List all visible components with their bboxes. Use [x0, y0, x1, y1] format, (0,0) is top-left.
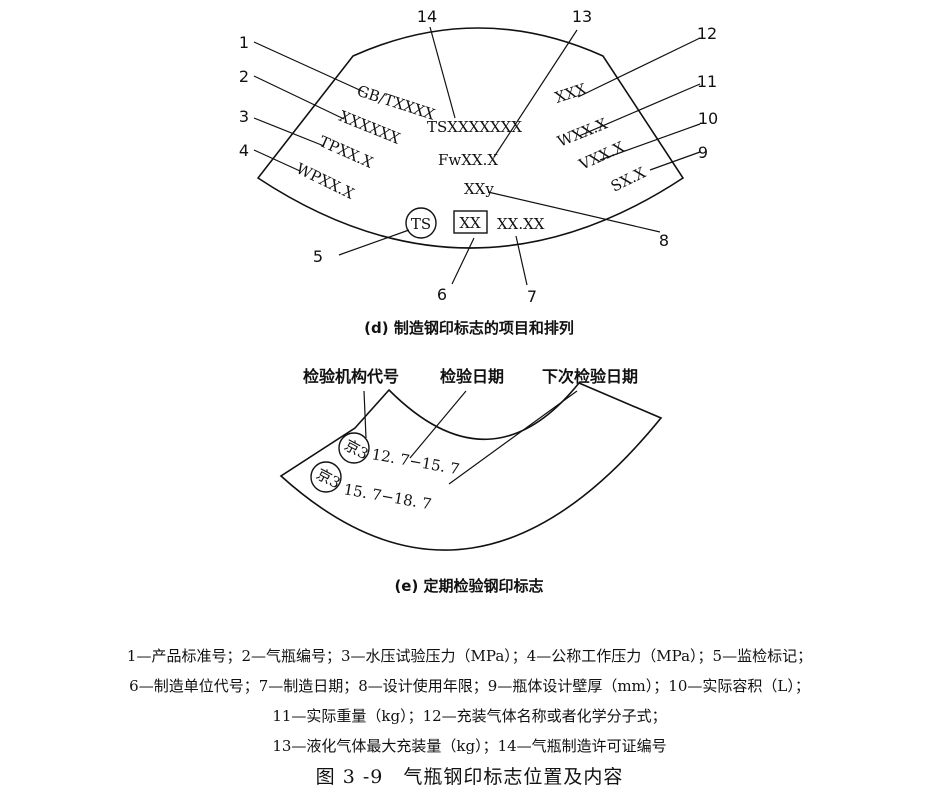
callout-3: 3: [239, 107, 249, 126]
callout-7: 7: [527, 287, 537, 306]
stamp-fill-weight: FwXX.X: [438, 151, 498, 169]
stamps-d: GB/TXXXX TSXXXXXXX XXXXXX TPXX.X WPXX.X …: [293, 80, 649, 239]
callout-13: 13: [572, 7, 592, 26]
stamp-ts-mark: TS: [411, 215, 431, 233]
stamp-maker-code: XX: [459, 214, 481, 232]
callout-9: 9: [698, 143, 708, 162]
callout-1: 1: [239, 33, 249, 52]
stamp-license-code: TSXXXXXXX: [427, 118, 522, 136]
stamp-gas-name: XXX: [553, 80, 589, 107]
callout-14: 14: [417, 7, 437, 26]
stamp-manufacture-date: XX.XX: [497, 215, 545, 233]
callout-8: 8: [659, 231, 669, 250]
callout-4: 4: [239, 141, 249, 160]
stamp-dates-1: 12. 7−15. 7: [370, 445, 461, 478]
callout-6: 6: [437, 285, 447, 304]
callout-2: 2: [239, 67, 249, 86]
leader-lines-d: [253, 26, 701, 286]
agency-circle-2: [310, 461, 342, 493]
legend-line-1: 1—产品标准号；2—气瓶编号；3—水压试验压力（MPa）；4—公称工作压力（MP…: [126, 647, 813, 665]
label-agency-code: 检验机构代号: [303, 367, 399, 386]
legend-line-4: 13—液化气体最大充装量（kg）；14—气瓶制造许可证编号: [272, 737, 667, 755]
caption-d: (d) 制造钢印标志的项目和排列: [364, 319, 574, 337]
label-next-inspection-date: 下次检验日期: [542, 367, 638, 386]
labels-e: 检验机构代号 检验日期 下次检验日期: [303, 367, 638, 386]
callout-10: 10: [698, 109, 718, 128]
label-inspection-date: 检验日期: [440, 367, 504, 386]
stamp-band-d: [256, 27, 685, 249]
callouts-d: 1 2 3 4 5 6 7 8 9 10 11 12 13 14: [239, 7, 718, 306]
stamp-band-e: [279, 382, 663, 551]
stamp-test-pressure: TPXX.X: [316, 132, 376, 172]
agency-circle-1: [338, 432, 370, 464]
legend-line-2: 6—制造单位代号；7—制造日期；8—设计使用年限；9—瓶体设计壁厚（mm）；10…: [129, 677, 810, 695]
stamp-service-life: XXy: [464, 180, 494, 198]
stamp-dates-2: 15. 7−18. 7: [342, 480, 433, 513]
callout-12: 12: [697, 24, 717, 43]
callout-11: 11: [697, 72, 717, 91]
figure-title: 图 3 -9 气瓶钢印标志位置及内容: [315, 766, 624, 788]
legend-line-3: 11—实际重量（kg）；12—充装气体名称或者化学分子式；: [272, 707, 667, 725]
stamp-actual-volume: VXX.X: [575, 138, 627, 174]
stamp-wall-thickness: SX.X: [608, 163, 649, 195]
ts-mark-circle: [405, 207, 437, 239]
maker-code-box: [453, 210, 488, 234]
stamp-work-pressure: WPXX.X: [293, 159, 357, 203]
caption-e: (e) 定期检验钢印标志: [394, 577, 543, 595]
leader-lines-e: [363, 390, 578, 485]
callout-5: 5: [313, 247, 323, 266]
stamps-e: 京3 12. 7−15. 7 京3 15. 7−18. 7: [310, 432, 461, 513]
